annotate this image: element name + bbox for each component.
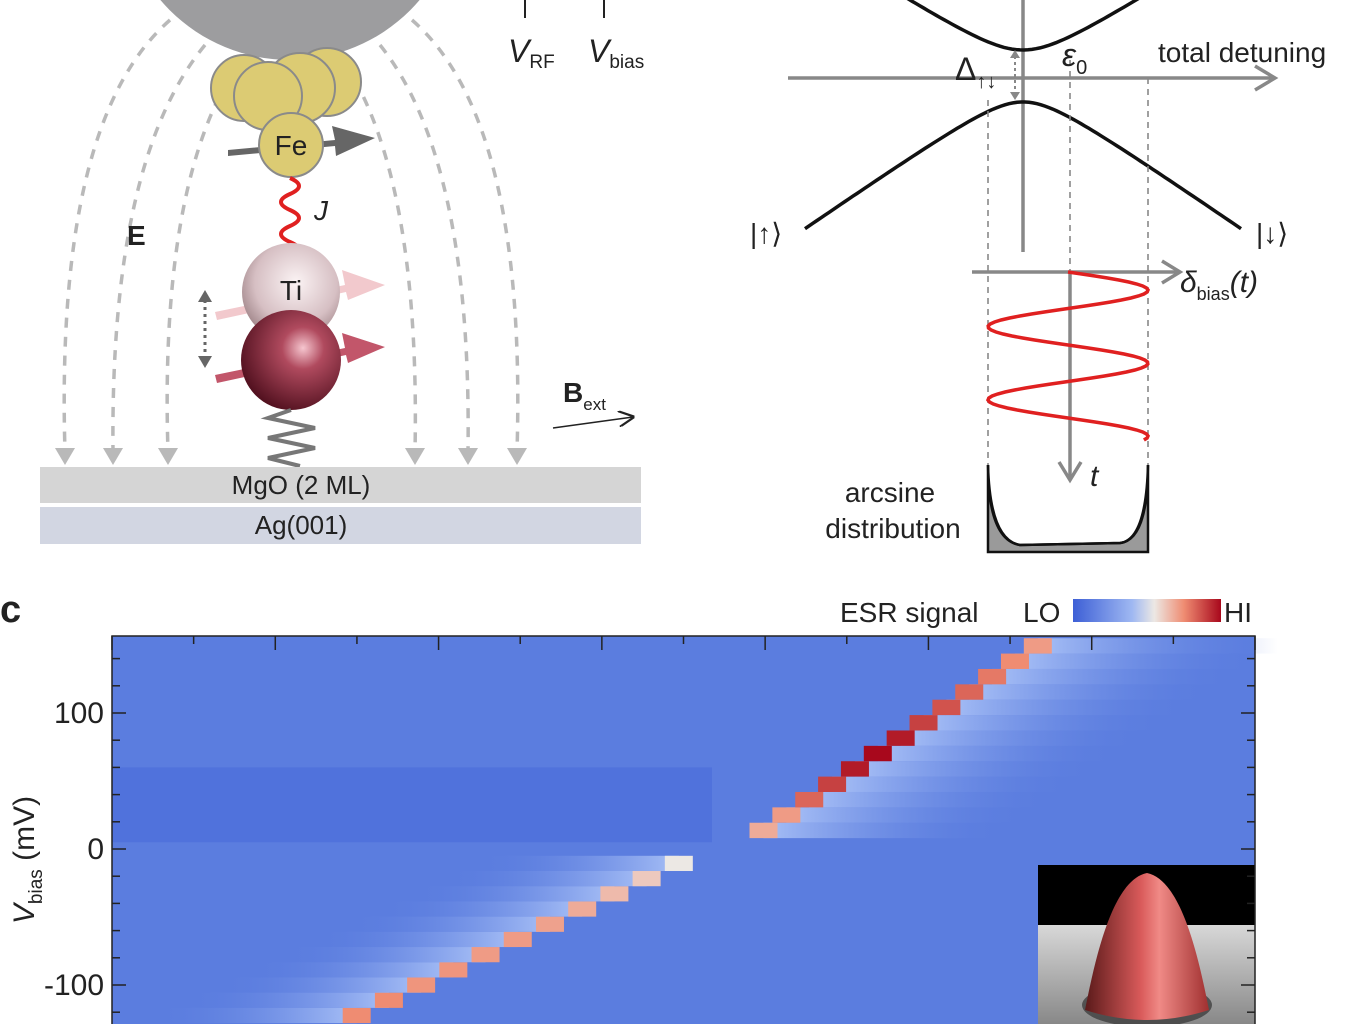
substrate-spring (260, 408, 316, 468)
gap-arrow (1010, 50, 1020, 100)
heatmap-dark-region (112, 767, 712, 843)
gap-label: Δ↑↓ (955, 51, 996, 93)
heatmap-peak-cell (664, 855, 693, 872)
vbias-label: Vbias (588, 33, 644, 73)
heatmap-peak-cell (955, 684, 984, 700)
panel-c: c ESR signal LO HI 100 0 -100 Vbias (mV) (0, 589, 1278, 1024)
arcsine-label-1: arcsine (845, 477, 935, 508)
heatmap-peak-cell (840, 761, 869, 777)
heatmap-peak-cell (978, 668, 1007, 685)
heatmap-peak-cell (600, 886, 629, 902)
colorbar-title: ESR signal (840, 597, 979, 628)
heatmap-peak-cell (772, 807, 801, 823)
heatmap-peak-cell (342, 1007, 371, 1024)
heatmap-glow (414, 886, 615, 902)
heatmap-peak-cell (568, 901, 597, 917)
heatmap-glow (285, 947, 486, 963)
heatmap-peak-cell (795, 791, 824, 808)
heatmap-peak-cell (1000, 653, 1029, 669)
heatmap-glow (1037, 638, 1278, 654)
panel-c-label: c (0, 589, 21, 631)
field-lines (62, 18, 520, 453)
ti-label: Ti (280, 275, 302, 306)
ag-layer (40, 507, 641, 544)
heatmap-glow (188, 992, 389, 1008)
field-label: E (127, 220, 146, 251)
delta-bias-label: δbias(t) (1180, 266, 1258, 304)
time-label: t (1090, 460, 1100, 493)
y-tick-label: 100 (54, 697, 104, 730)
heatmap-peak-cell (471, 947, 500, 963)
mgo-layer (40, 467, 641, 503)
heatmap-glow (446, 871, 647, 887)
arcsine-label-2: distribution (825, 513, 960, 544)
mgo-label: MgO (2 ML) (232, 470, 371, 500)
heatmap-peak-cell (374, 992, 403, 1008)
y-tick-labels: 100 0 -100 (44, 697, 104, 1002)
state-down-label: |↓⟩ (1256, 218, 1288, 249)
heatmap-glow (786, 807, 1027, 823)
heatmap-peak-cell (818, 776, 847, 792)
panel-b: total detuning Δ↑↓ ε0 |↑⟩ |↓⟩ δbias(t) t… (750, 0, 1326, 554)
lower-energy-level (803, 100, 1243, 231)
y-axis-label: Vbias (mV) (8, 796, 47, 924)
heatmap-glow (969, 684, 1210, 700)
bias-modulation-wave (985, 270, 1151, 442)
fe-cluster (210, 47, 362, 131)
heatmap-peak-cell (535, 916, 564, 932)
heatmap-glow (992, 668, 1233, 685)
heatmap-peak-cell (407, 977, 436, 993)
heatmap-glow (253, 962, 454, 978)
panel-a: Fe J E Ti MgO (2 ML) Ag(001) Bext VRF Vb… (40, 0, 644, 544)
heatmap-peak-cell (439, 962, 468, 978)
heatmap-glow (809, 791, 1050, 808)
heatmap-glow (946, 699, 1187, 716)
colorbar-lo: LO (1023, 597, 1060, 628)
colorbar-hi: HI (1224, 597, 1252, 628)
heatmap-glow (317, 931, 518, 948)
y-tick-label: -100 (44, 969, 104, 1002)
ag-label: Ag(001) (255, 510, 348, 540)
inset-peak (1085, 873, 1209, 1020)
heatmap-glow (832, 776, 1073, 792)
heatmap-peak-cell (932, 699, 961, 716)
heatmap-peak-cell (863, 745, 892, 762)
fe-label: Fe (275, 130, 308, 161)
vibration-arrow (198, 290, 212, 368)
heatmap-peak-cell (749, 822, 778, 839)
heatmap-peak-cell (886, 730, 915, 746)
heatmap-glow (349, 916, 550, 932)
y-tick-label: 0 (87, 833, 104, 866)
upper-energy-level (906, 0, 1140, 52)
heatmap-peak-cell (503, 931, 532, 948)
bext-label: Bext (563, 377, 606, 414)
heatmap-glow (763, 822, 1004, 839)
heatmap-glow (478, 855, 679, 872)
heatmap-glow (923, 715, 1164, 731)
heatmap-glow (156, 1007, 357, 1024)
field-arrowheads (55, 448, 527, 465)
vrf-label: VRF (508, 33, 555, 73)
heatmap-glow (900, 730, 1141, 746)
heatmap-glow (382, 901, 583, 917)
heatmap-glow (221, 977, 422, 993)
colorbar (1073, 599, 1221, 622)
heatmap-glow (1014, 653, 1255, 669)
projection-lines (987, 60, 1149, 465)
heatmap-peak-cell (632, 871, 661, 887)
axis-ticks (111, 636, 1256, 1013)
total-detuning-label: total detuning (1158, 37, 1326, 68)
stm-tip (160, 0, 420, 60)
inset-image (1038, 865, 1255, 1024)
eps0-label: ε0 (1062, 37, 1087, 79)
exchange-spring (279, 176, 301, 256)
bext-arrow (552, 417, 633, 429)
heatmap-peak-cell (1023, 638, 1052, 654)
state-up-label: |↑⟩ (750, 218, 782, 249)
coupling-label: J (313, 195, 329, 226)
oxygen-atom (241, 310, 341, 410)
heatmap-glow (877, 745, 1118, 762)
heatmap-peak-cell (909, 715, 938, 731)
heatmap-glow (854, 761, 1095, 777)
